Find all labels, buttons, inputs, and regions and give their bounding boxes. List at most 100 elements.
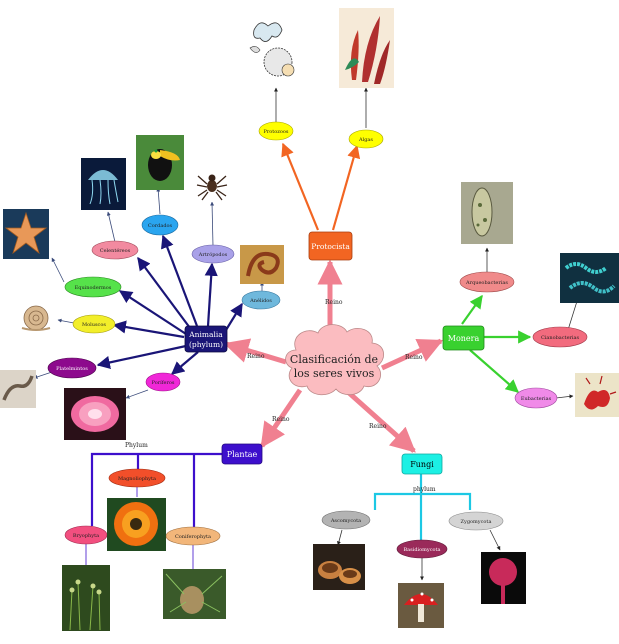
label-reino-fungi: Reino xyxy=(369,423,387,430)
link-artrop-img xyxy=(212,202,213,246)
group-equinodermos-label: Equinodermos xyxy=(75,285,112,291)
amanita-image xyxy=(398,583,444,628)
group-eubacterias-label: Eubacterias xyxy=(521,396,552,402)
group-ascomycota-label: Ascomycota xyxy=(330,518,361,524)
kingdom-animalia[interactable]: Animalia (phylum) xyxy=(185,326,227,352)
link-animalia-poriferos xyxy=(172,352,198,374)
link-fungi-bracket xyxy=(375,494,470,510)
gusano-image xyxy=(0,370,36,408)
label-reino-plantae: Reino xyxy=(272,416,290,423)
group-bryophyta[interactable]: Bryophyta xyxy=(65,526,107,544)
central-node[interactable]: Clasificación de los seres vivos xyxy=(286,325,384,395)
group-equinodermos[interactable]: Equinodermos xyxy=(65,277,121,297)
group-celentereos[interactable]: Celentéreos xyxy=(92,241,138,259)
tucan-image xyxy=(136,135,184,190)
arana-image xyxy=(195,168,229,202)
link-cordados-img xyxy=(158,188,160,214)
kingdom-animalia-label-1: Animalia xyxy=(188,330,223,339)
label-phylum-plantae: Phylum xyxy=(125,442,148,449)
group-bryophyta-label: Bryophyta xyxy=(73,533,99,539)
caracol-image xyxy=(14,300,56,334)
group-coniferophyta-label: Coniferophyta xyxy=(175,534,211,540)
central-label-line-2: los seres vivos xyxy=(294,367,375,380)
group-ascomycota[interactable]: Ascomycota xyxy=(322,511,370,529)
kingdom-fungi-label: Fungi xyxy=(410,460,434,469)
group-anelidos[interactable]: Anélidos xyxy=(242,291,280,309)
alga-image xyxy=(339,8,394,88)
link-eubac-img xyxy=(556,396,573,398)
group-poriferos-label: Poríferos xyxy=(152,379,175,386)
group-magnoliophyta[interactable]: Magnoliophyta xyxy=(109,469,165,487)
kingdom-protoctista[interactable]: Protocista xyxy=(309,232,352,260)
group-poriferos[interactable]: Poríferos xyxy=(146,373,180,391)
group-eubacterias[interactable]: Eubacterias xyxy=(515,388,557,408)
group-cianobacterias[interactable]: Cianobacterias xyxy=(533,327,587,347)
group-moluscos[interactable]: Moluscos xyxy=(73,315,115,333)
link-animalia-celentereos xyxy=(138,258,190,328)
link-asco-img xyxy=(338,530,342,545)
group-arqueobacterias-label: Arqueobacterias xyxy=(465,280,508,286)
link-molus-img xyxy=(58,320,74,323)
group-cordados[interactable]: Cordados xyxy=(142,215,178,235)
group-basidiomycota-label: Basidiomycota xyxy=(404,547,441,553)
group-algas[interactable]: Algas xyxy=(349,130,383,148)
moho-image xyxy=(481,552,526,604)
cianobacteria-image xyxy=(560,253,619,303)
group-cordados-label: Cordados xyxy=(148,223,173,229)
label-reino-monera: Reino xyxy=(405,354,423,361)
group-zygomycota-label: Zygomycota xyxy=(461,519,492,525)
kingdom-plantae[interactable]: Plantae xyxy=(222,444,262,464)
group-celentereos-label: Celentéreos xyxy=(100,247,131,254)
protozoo-image xyxy=(243,15,303,87)
gazania-image xyxy=(107,498,166,551)
group-artropodos-label: Artrópodos xyxy=(198,251,228,258)
link-animalia-cordados xyxy=(163,236,197,326)
copas-image xyxy=(313,544,365,590)
link-animalia-artropodos xyxy=(208,264,212,326)
group-anelidos-label: Anélidos xyxy=(249,297,272,304)
link-protoctista-algas xyxy=(333,146,357,230)
group-algas-label: Algas xyxy=(358,137,373,143)
link-celenter-img xyxy=(108,212,115,242)
group-platelmintos[interactable]: Platelmintos xyxy=(48,358,96,378)
group-platelmintos-label: Platelmintos xyxy=(56,366,88,372)
link-monera-eubacterias xyxy=(470,350,518,392)
group-basidiomycota[interactable]: Basidiomycota xyxy=(397,540,447,558)
link-monera-arqueobacterias xyxy=(462,296,482,324)
group-coniferophyta[interactable]: Coniferophyta xyxy=(166,527,220,545)
central-label-line-1: Clasificación de xyxy=(290,353,378,366)
kingdom-monera[interactable]: Monera xyxy=(443,326,484,350)
kingdom-protoctista-label: Protocista xyxy=(311,242,350,251)
kingdom-plantae-label: Plantae xyxy=(227,450,258,459)
kingdom-fungi[interactable]: Fungi xyxy=(402,454,442,474)
group-arqueobacterias[interactable]: Arqueobacterias xyxy=(460,272,514,292)
label-phylum-fungi: phylum xyxy=(413,486,436,493)
eubacteria-image xyxy=(575,373,619,417)
link-pori-img xyxy=(126,390,148,398)
link-labels: Reino Reino Reino Reino Reino Phylum phy… xyxy=(125,299,436,493)
group-cianobacterias-label: Cianobacterias xyxy=(541,335,580,341)
kingdom-monera-label: Monera xyxy=(448,334,480,343)
link-plate-img xyxy=(34,372,52,378)
group-zygomycota[interactable]: Zygomycota xyxy=(449,512,503,530)
kingdom-animalia-label-2: (phylum) xyxy=(189,340,223,349)
group-protozoos[interactable]: Protozoos xyxy=(259,122,293,140)
arqueobacteria-image xyxy=(461,182,513,244)
link-protoctista-protozoos xyxy=(283,144,318,230)
musgo-image xyxy=(62,565,110,631)
pino-image xyxy=(163,569,226,619)
link-equino-img xyxy=(52,258,64,282)
group-artropodos[interactable]: Artrópodos xyxy=(192,245,234,263)
label-reino-protoctista: Reino xyxy=(325,299,343,306)
link-animalia-platelmintos xyxy=(98,346,186,365)
link-central-fungi xyxy=(348,392,414,451)
anemona-image xyxy=(64,388,126,440)
link-animalia-anelidos xyxy=(226,304,242,330)
group-moluscos-label: Moluscos xyxy=(82,322,106,328)
link-zygo-img xyxy=(490,530,500,550)
estrella-image xyxy=(3,209,49,259)
group-magnoliophyta-label: Magnoliophyta xyxy=(118,476,156,482)
lombriz-image xyxy=(240,245,284,284)
